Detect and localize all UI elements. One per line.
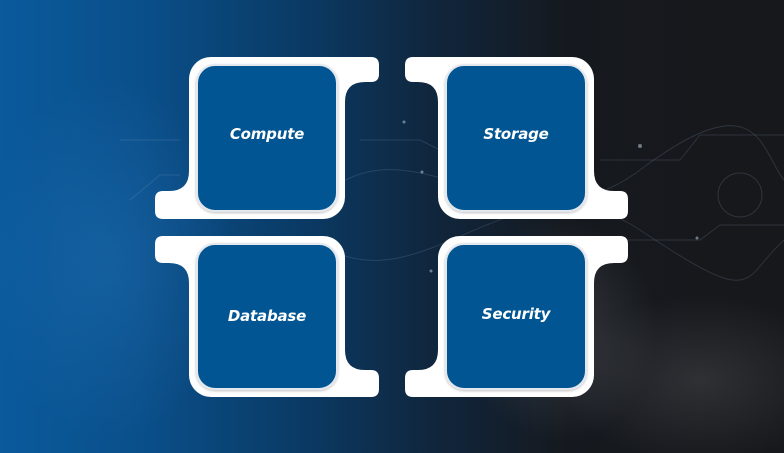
storage-label: Storage <box>483 125 549 143</box>
database-tile[interactable] <box>196 243 338 390</box>
security-tile[interactable] <box>445 243 587 390</box>
compute-label: Compute <box>229 125 305 143</box>
compute-tile[interactable] <box>196 64 338 212</box>
database-label: Database <box>227 307 307 325</box>
security-label: Security <box>481 305 551 323</box>
storage-tile[interactable] <box>445 64 587 212</box>
